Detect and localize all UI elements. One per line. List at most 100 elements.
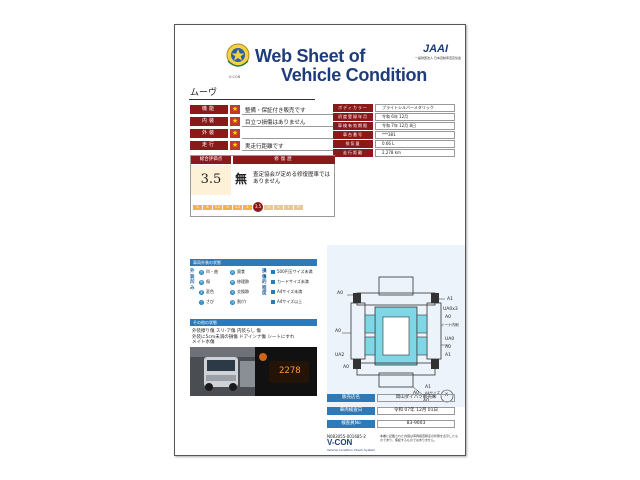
score-scale-item: 2 bbox=[274, 204, 283, 210]
model-underline bbox=[189, 99, 315, 100]
spec-label: 排気量 bbox=[333, 140, 373, 148]
spec-row-chassis: 車台番号 ***381 bbox=[333, 131, 455, 139]
diagram-label: A1 bbox=[445, 353, 451, 358]
spec-value: ***381 bbox=[375, 131, 455, 139]
seller-label: 検査員No bbox=[327, 420, 375, 428]
notes-section-title: その他の状態 bbox=[190, 319, 317, 326]
spec-label: 初度登録年月 bbox=[333, 113, 373, 121]
score-scale-item: 6 bbox=[203, 204, 212, 210]
score-scale-item: R bbox=[294, 204, 303, 210]
equipment-section-title: 車両外装の状態 bbox=[190, 259, 317, 266]
size-icon bbox=[271, 270, 275, 274]
legend-item: 変変色 bbox=[199, 289, 214, 295]
repair-mark: 無 bbox=[235, 172, 248, 186]
model-name: ムーヴ bbox=[190, 88, 218, 98]
seller-value: 令和 07年 12月 01日 bbox=[377, 407, 455, 415]
spec-row-mileage: 走行距離 2,278 km bbox=[333, 149, 455, 157]
diagram-label: A0 bbox=[413, 391, 419, 396]
spec-value: 0.66 L bbox=[375, 140, 455, 148]
eval-label: 走行 bbox=[190, 141, 228, 150]
spec-label: 車台番号 bbox=[333, 131, 373, 139]
odometer-photo: 2278 bbox=[255, 347, 317, 396]
eval-text: 目立つ損傷はありません bbox=[245, 120, 306, 126]
equipment-legend: 外装凹み 凹凹・曲 傷傷 変変色 ささび 腐腐食 修修理跡 交交換跡 割割/穴 … bbox=[190, 269, 317, 311]
size-icon bbox=[271, 300, 275, 304]
notes-text: 外装擦り傷 スリ-ア傷 内装らし 傷 外装に5cm未満の損傷 ドアインナ傷 シー… bbox=[192, 329, 295, 345]
footer-note: 本書に記載された内容は車両検査時点の状態を表示したものであり、保証するものではあ… bbox=[380, 434, 459, 442]
diagram-label: UA2 bbox=[335, 353, 345, 358]
spec-label: 車検有効期限 bbox=[333, 122, 373, 130]
seller-label: 販売店名 bbox=[327, 394, 375, 402]
eval-row-interior: 内装 ★ 目立つ損傷はありません bbox=[190, 117, 342, 127]
legend-item: 500円玉サイズ未満 bbox=[271, 269, 313, 275]
repair-header: 修復歴 bbox=[233, 156, 335, 164]
jaai-logo: JAAI bbox=[423, 43, 449, 55]
divider bbox=[242, 114, 342, 115]
page-title-line1: Web Sheet of bbox=[255, 46, 366, 66]
star-icon: ★ bbox=[230, 129, 240, 138]
diagram-label: UA0x3 bbox=[443, 307, 458, 312]
legend-col2-label: 損傷的程度 bbox=[262, 269, 267, 296]
star-icon: ★ bbox=[230, 141, 240, 150]
scratch-icon: 傷 bbox=[199, 279, 204, 285]
eval-label: 外装 bbox=[190, 129, 228, 138]
seller-label: 車両検査日 bbox=[327, 407, 375, 415]
legend-col1-label: 外装凹み bbox=[190, 269, 195, 291]
footer-brand: V-CON bbox=[327, 438, 353, 447]
diagram-label: X bbox=[445, 393, 449, 398]
overall-score: 3.5 bbox=[191, 165, 231, 195]
divider bbox=[242, 150, 342, 151]
jaai-subtitle: 一般財団法人 日本自動車査定協会 bbox=[415, 56, 461, 60]
seller-value: 岡山ダイハツ販売㈱ bbox=[377, 394, 455, 402]
eval-label: 機能 bbox=[190, 105, 228, 114]
score-scale-item: 4.5 bbox=[233, 204, 242, 210]
score-header: 総合評価点 bbox=[191, 156, 231, 164]
size-icon bbox=[271, 290, 275, 294]
score-scale-item: 4 bbox=[243, 204, 252, 210]
legend-item: A4サイズ以上 bbox=[271, 299, 302, 305]
vehicle-damage-diagram: A0 A1 UA0x3 A0 イーナ内側 A0 UA2 A0 UA0 A0 A1… bbox=[327, 245, 465, 407]
diagram-label: A0 bbox=[343, 365, 349, 370]
spec-label: ボディカラー bbox=[333, 104, 373, 112]
legend-item: 傷傷 bbox=[199, 279, 210, 285]
vcon-logo-icon bbox=[226, 43, 250, 67]
vehicle-photo bbox=[190, 347, 255, 396]
spec-row-color: ボディカラー ブライトシルバーメタリック bbox=[333, 104, 455, 112]
logo-label: V-CON bbox=[229, 75, 241, 79]
odometer-reading: 2278 bbox=[279, 366, 301, 376]
eval-text: 整備・保証付き販売です bbox=[245, 108, 306, 114]
legend-item: 割割/穴 bbox=[230, 299, 247, 305]
diagram-label: A1 bbox=[447, 297, 453, 302]
page-title-line2: Vehicle Condition bbox=[281, 65, 427, 85]
spec-value: 令和 7年 12月 8日 bbox=[375, 122, 455, 130]
eval-row-exterior: 外装 ★ bbox=[190, 129, 342, 139]
diagram-label: UA0 bbox=[445, 337, 455, 342]
legend-item: ささび bbox=[199, 299, 214, 305]
footer-system: Vehicle Condition Check System bbox=[327, 448, 376, 452]
repair-icon: 修 bbox=[230, 279, 235, 285]
divider bbox=[242, 126, 342, 127]
star-icon: ★ bbox=[230, 105, 240, 114]
eval-label: 内装 bbox=[190, 117, 228, 126]
diagram-label: A0 bbox=[445, 345, 451, 350]
corrosion-icon: 腐 bbox=[230, 269, 235, 275]
star-icon: ★ bbox=[230, 117, 240, 126]
diagram-label: A1 bbox=[425, 385, 431, 390]
repair-note: 査定協会が定める修復歴車ではありません bbox=[253, 172, 331, 185]
spec-row-first-reg: 初度登録年月 令和 6年 12月 bbox=[333, 113, 455, 121]
spec-label: 走行距離 bbox=[333, 149, 373, 157]
legend-item: 凹凹・曲 bbox=[199, 269, 218, 275]
condition-sheet: V-CON Web Sheet of Vehicle Condition JAA… bbox=[174, 24, 466, 456]
rust-icon: さ bbox=[199, 299, 204, 305]
score-scale-item: 3.5 bbox=[253, 202, 263, 212]
spec-value: 令和 6年 12月 bbox=[375, 113, 455, 121]
score-scale-item: 3 bbox=[264, 204, 273, 210]
legend-item: 交交換跡 bbox=[230, 289, 249, 295]
eval-text: 実走行距離です bbox=[245, 144, 284, 150]
diagram-label: A4サイズ bbox=[425, 391, 441, 395]
score-scale-item: 5.5 bbox=[213, 204, 222, 210]
legend-item: カードサイズ未満 bbox=[271, 279, 309, 285]
dent-icon: 凹 bbox=[199, 269, 204, 275]
